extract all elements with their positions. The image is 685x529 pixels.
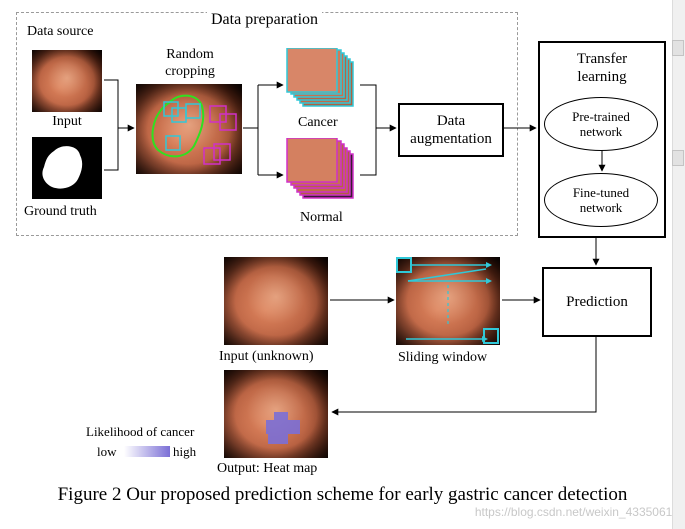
likelihood-color-scale: [124, 446, 170, 457]
data-source-label: Data source: [27, 24, 94, 39]
ground-truth-label: Ground truth: [24, 204, 97, 219]
scroll-thumb-top[interactable]: [672, 40, 684, 56]
cancer-patch-stack: [285, 48, 359, 110]
input-endoscopy-image: [32, 50, 102, 112]
watermark: https://blog.csdn.net/weixin_43350614: [474, 505, 679, 519]
ground-truth-mask-image: [32, 137, 102, 199]
normal-label: Normal: [300, 210, 343, 225]
figure-caption: Figure 2 Our proposed prediction scheme …: [57, 484, 628, 505]
sliding-window-label: Sliding window: [398, 350, 488, 365]
source-merge-connector: [104, 79, 119, 171]
input-unknown-label: Input (unknown): [219, 349, 314, 364]
likelihood-legend-title: Likelihood of cancer: [86, 424, 195, 439]
scroll-thumb-middle[interactable]: [672, 150, 684, 166]
data-preparation-title: Data preparation: [207, 10, 323, 30]
output-heat-map-label: Output: Heat map: [217, 461, 318, 476]
cancer-label: Cancer: [298, 115, 338, 130]
stacks-merge-connector: [360, 84, 377, 176]
sliding-window-image: [396, 257, 500, 345]
prediction-to-heatmap-arrow: [331, 336, 597, 416]
input-label: Input: [52, 114, 82, 129]
input-unknown-image: [224, 257, 328, 345]
vertical-scrollbar[interactable]: [672, 0, 685, 529]
legend-low-label: low: [97, 444, 117, 459]
legend-high-label: high: [173, 444, 197, 459]
prediction-box: Prediction: [542, 267, 652, 337]
heat-map-image: [224, 370, 328, 458]
random-cropping-image: [136, 84, 242, 174]
normal-patch-stack: [285, 138, 359, 202]
